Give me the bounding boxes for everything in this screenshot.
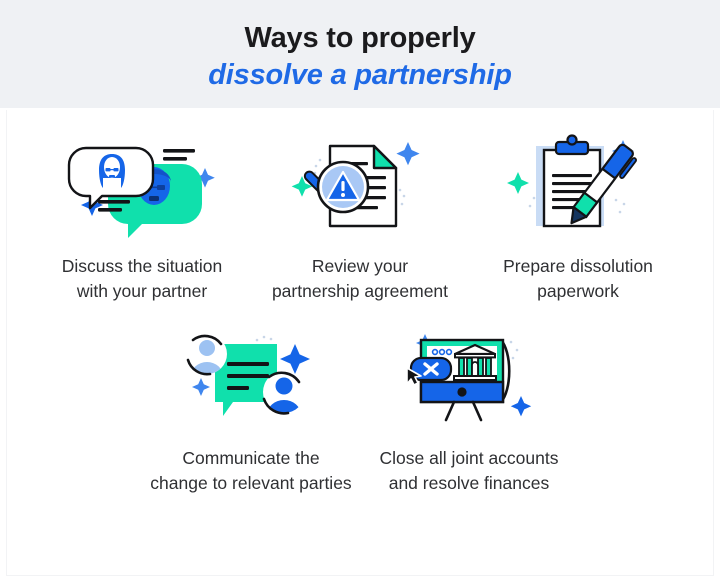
step-discuss-situation: Discuss the situation with your partner (33, 128, 251, 304)
step-review-agreement: Review your partnership agreement (251, 128, 469, 304)
page-title-line-2: dissolve a partnership (208, 59, 512, 91)
step-label-line-1: Discuss the situation (61, 256, 223, 276)
steps-card: Discuss the situation with your partner (6, 110, 714, 576)
step-label-line-1: Prepare dissolution (503, 256, 653, 276)
step-label: Review your partnership agreement (272, 254, 448, 304)
step-label: Communicate the change to relevant parti… (150, 446, 351, 496)
page-title-line-1: Ways to properly (244, 21, 476, 54)
step-communicate-change: Communicate the change to relevant parti… (142, 320, 360, 496)
step-label-line-1: Communicate the (182, 447, 320, 468)
step-label-line-2: partnership agreement (271, 280, 449, 301)
step-label: Discuss the situation with your partner (62, 254, 223, 304)
step-label-line-1: Close all joint accounts (379, 447, 559, 468)
step-label-line-2: with your partner (76, 280, 208, 301)
step-label-line-2: paperwork (537, 280, 619, 301)
steps-row-1: Discuss the situation with your partner (7, 128, 713, 304)
step-label: Close all joint accounts and resolve fin… (380, 446, 559, 496)
document-magnifier-warning-icon (280, 128, 440, 240)
step-prepare-paperwork: Prepare dissolution paperwork (469, 128, 687, 304)
speech-bubble-with-avatars-icon (171, 320, 331, 432)
header-band: Ways to properly dissolve a partnership (0, 0, 720, 108)
step-close-accounts: Close all joint accounts and resolve fin… (360, 320, 578, 496)
clipboard-with-pen-icon (498, 128, 658, 240)
steps-row-2: Communicate the change to relevant parti… (7, 320, 713, 496)
step-label-line-1: Review your (311, 256, 409, 276)
step-label: Prepare dissolution paperwork (503, 254, 653, 304)
two-speech-bubbles-with-faces-icon (62, 128, 222, 240)
step-label-line-2: change to relevant parties (150, 472, 352, 493)
step-label-line-2: and resolve finances (388, 472, 550, 493)
monitor-bank-close-icon (389, 320, 549, 432)
